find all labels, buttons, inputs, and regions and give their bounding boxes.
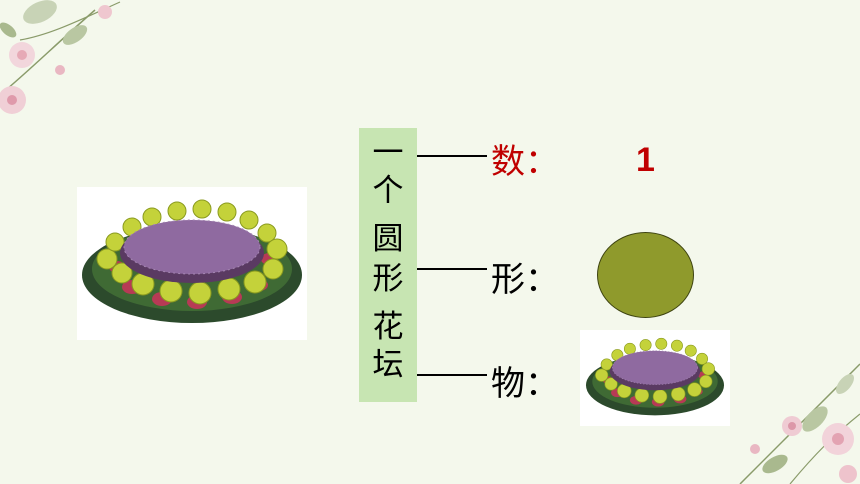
label-char: 圆 [372, 221, 404, 257]
circle-shape [597, 232, 694, 318]
shape-label: 形： [491, 260, 559, 300]
connector-line-object [417, 374, 487, 376]
label-char: 形 [372, 261, 404, 297]
connector-line-shape [417, 268, 487, 270]
label-char: 坛 [372, 347, 404, 383]
connector-line-number [417, 155, 487, 157]
label-char: 花 [372, 309, 404, 345]
flower-bed-photo-small [580, 330, 730, 426]
vertical-label-box: 一 个 圆 形 花 坛 [359, 128, 417, 402]
flower-decoration-top-left [0, 0, 121, 114]
flower-decoration-bottom-right [739, 363, 860, 484]
label-char: 个 [372, 173, 404, 209]
flower-bed-photo [77, 187, 307, 340]
number-value: 1 [636, 141, 655, 179]
number-label: 数： [491, 142, 559, 182]
object-label: 物： [491, 364, 559, 404]
label-char: 一 [372, 135, 404, 171]
